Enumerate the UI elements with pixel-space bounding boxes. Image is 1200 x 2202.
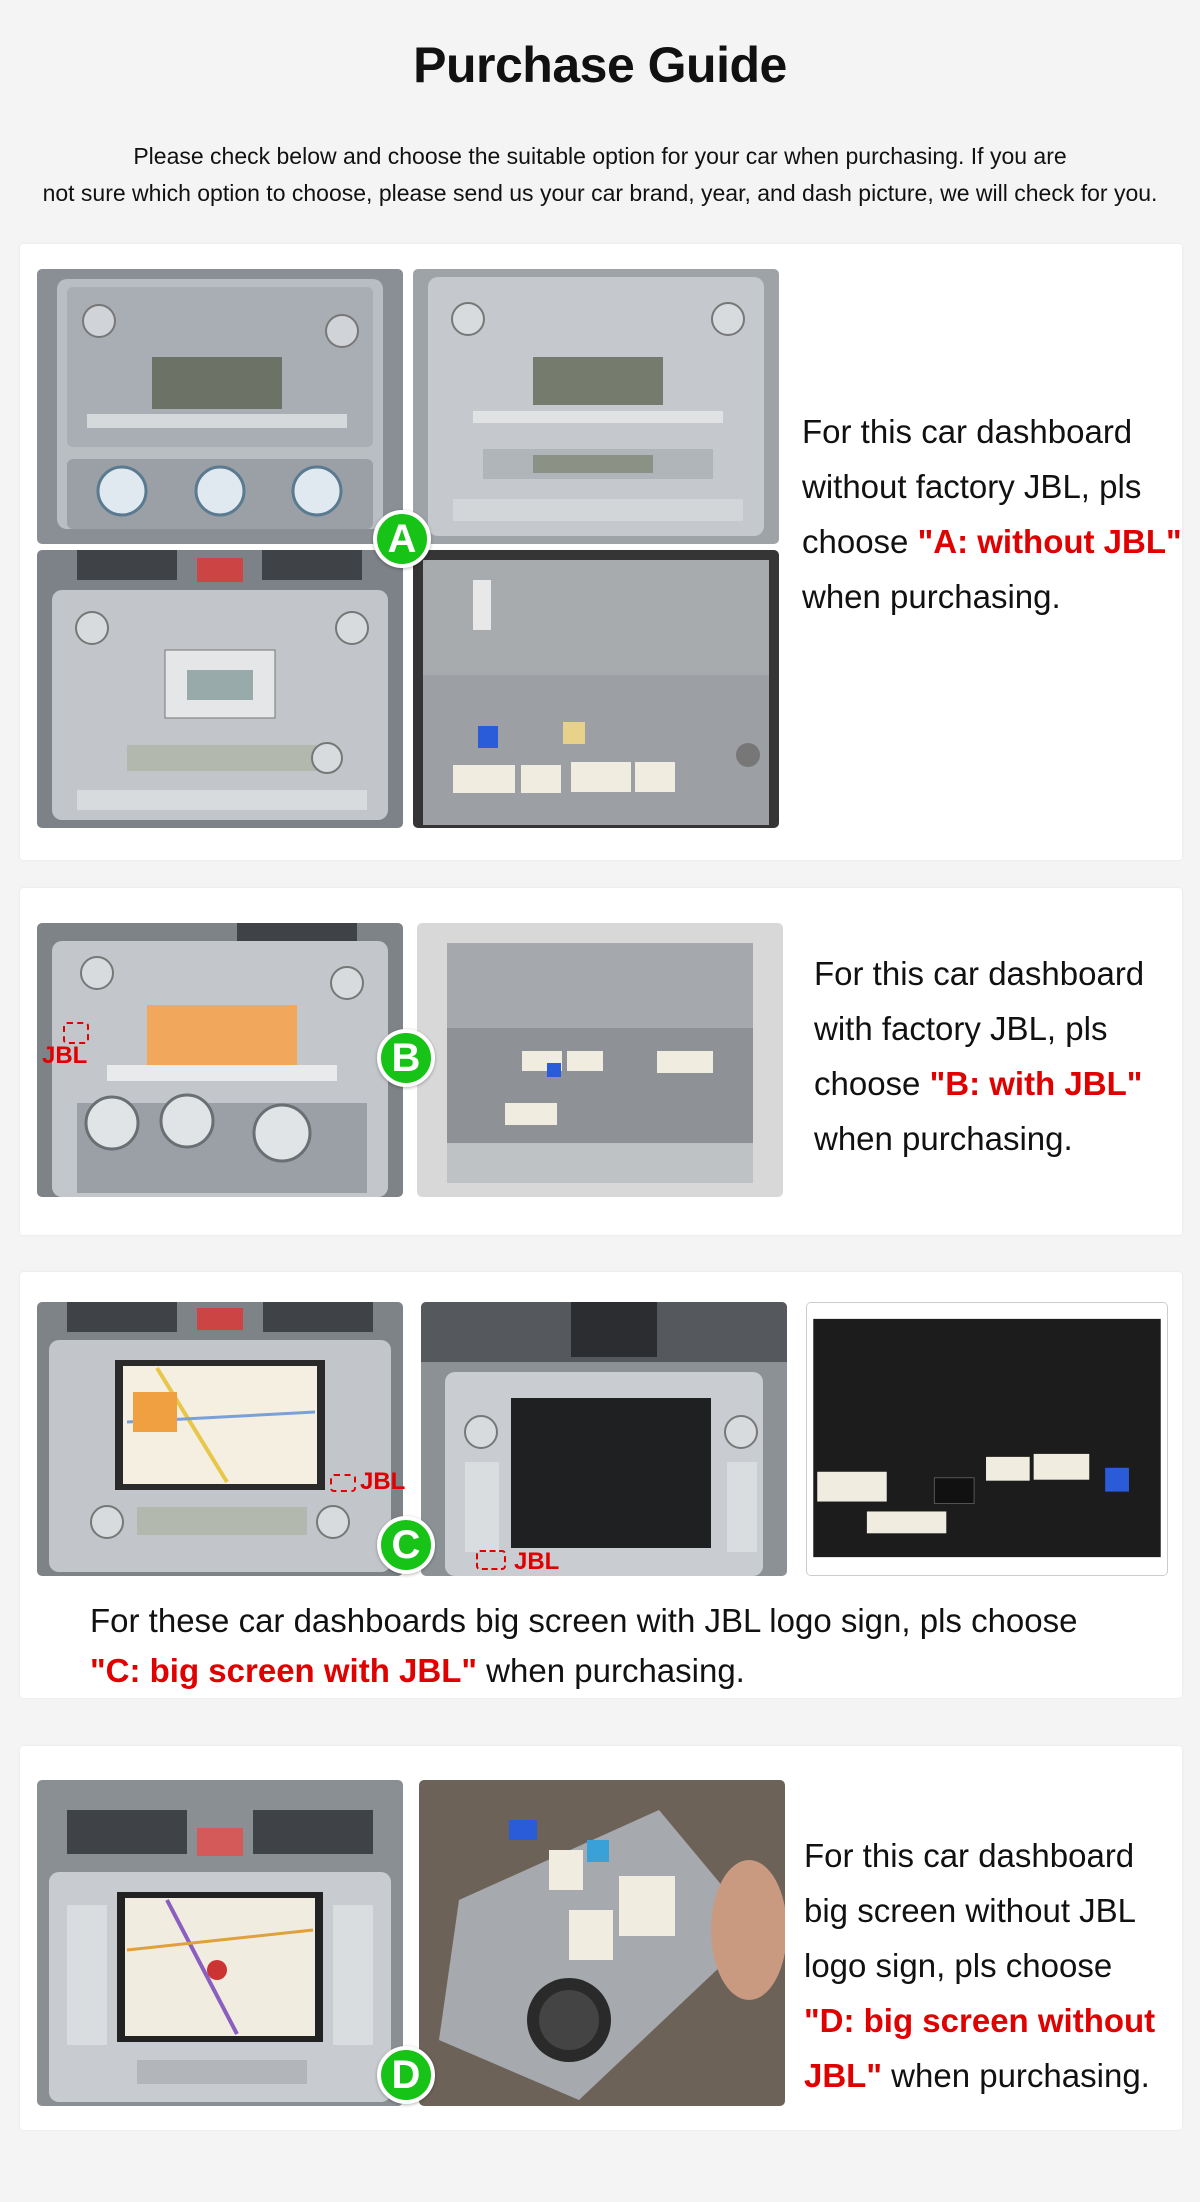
option-a-description: For this car dashboard without factory J… — [802, 404, 1182, 624]
option-a-line-4: when purchasing. — [802, 578, 1061, 615]
option-b-card: JBL B For this car dashboard with factor… — [20, 888, 1182, 1235]
option-b-badge: B — [377, 1029, 435, 1087]
option-d-line-5: JBL" when purchasing. — [804, 2057, 1150, 2094]
intro-line-1: Please check below and choose the suitab… — [133, 143, 1067, 169]
option-c-dashboard-photo-2 — [421, 1302, 787, 1576]
option-b-line-4: when purchasing. — [814, 1120, 1073, 1157]
option-c-line-1: For these car dashboards big screen with… — [90, 1602, 1078, 1639]
option-a-unit-back-photo — [413, 550, 779, 828]
option-d-dashboard-photo — [37, 1780, 403, 2106]
option-c-line-2: "C: big screen with JBL" when purchasing… — [90, 1652, 745, 1689]
intro-text: Please check below and choose the suitab… — [0, 138, 1200, 212]
option-c-jbl-label-2: JBL — [514, 1548, 560, 1575]
option-b-jbl-marker — [63, 1022, 89, 1044]
option-d-description: For this car dashboard big screen withou… — [804, 1828, 1155, 2103]
option-a-line-3: choose "A: without JBL" — [802, 523, 1182, 560]
option-b-line-1: For this car dashboard — [814, 955, 1145, 992]
option-d-line-2: big screen without JBL — [804, 1892, 1137, 1929]
option-b-line-3: choose "B: with JBL" — [814, 1065, 1143, 1102]
option-a-line-2: without factory JBL, pls — [802, 468, 1142, 505]
option-c-jbl-marker-2 — [476, 1550, 506, 1570]
option-b-unit-photo — [417, 923, 783, 1197]
option-c-highlight: "C: big screen with JBL" — [90, 1652, 478, 1689]
option-c-jbl-marker-1 — [330, 1474, 356, 1492]
option-a-dashboard-photo-2 — [413, 269, 779, 544]
option-d-badge: D — [377, 2046, 435, 2104]
option-a-card: A For this car dashboard without factory… — [20, 244, 1182, 860]
option-c-dashboard-photo-1 — [37, 1302, 403, 1576]
option-d-card: D For this car dashboard big screen with… — [20, 1746, 1182, 2130]
option-c-jbl-label-1: JBL — [360, 1468, 406, 1495]
option-b-dashboard-photo — [37, 923, 403, 1197]
option-c-card: JBL JBL C For these car dashboards — [20, 1272, 1182, 1698]
option-a-line-1: For this car dashboard — [802, 413, 1133, 450]
option-a-dashboard-photo-3 — [37, 550, 403, 828]
option-a-dashboard-photo-1 — [37, 269, 403, 544]
option-d-line-3: logo sign, pls choose — [804, 1947, 1113, 1984]
option-d-unit-photo — [419, 1780, 785, 2106]
option-b-line-2: with factory JBL, pls — [814, 1010, 1108, 1047]
option-b-highlight: "B: with JBL" — [929, 1065, 1143, 1102]
option-c-description: For these car dashboards big screen with… — [90, 1596, 1078, 1696]
option-c-unit-back-photo — [806, 1302, 1168, 1576]
intro-line-2: not sure which option to choose, please … — [42, 180, 1158, 206]
option-d-highlight-2: JBL" — [804, 2057, 882, 2094]
option-a-badge: A — [373, 510, 431, 568]
option-d-line-1: For this car dashboard — [804, 1837, 1135, 1874]
option-c-badge: C — [377, 1516, 435, 1574]
option-b-description: For this car dashboard with factory JBL,… — [814, 946, 1144, 1166]
option-d-highlight-1: "D: big screen without — [804, 2002, 1156, 2039]
page-title: Purchase Guide — [413, 37, 787, 93]
option-b-jbl-label: JBL — [42, 1042, 88, 1069]
option-a-highlight: "A: without JBL" — [917, 523, 1182, 560]
